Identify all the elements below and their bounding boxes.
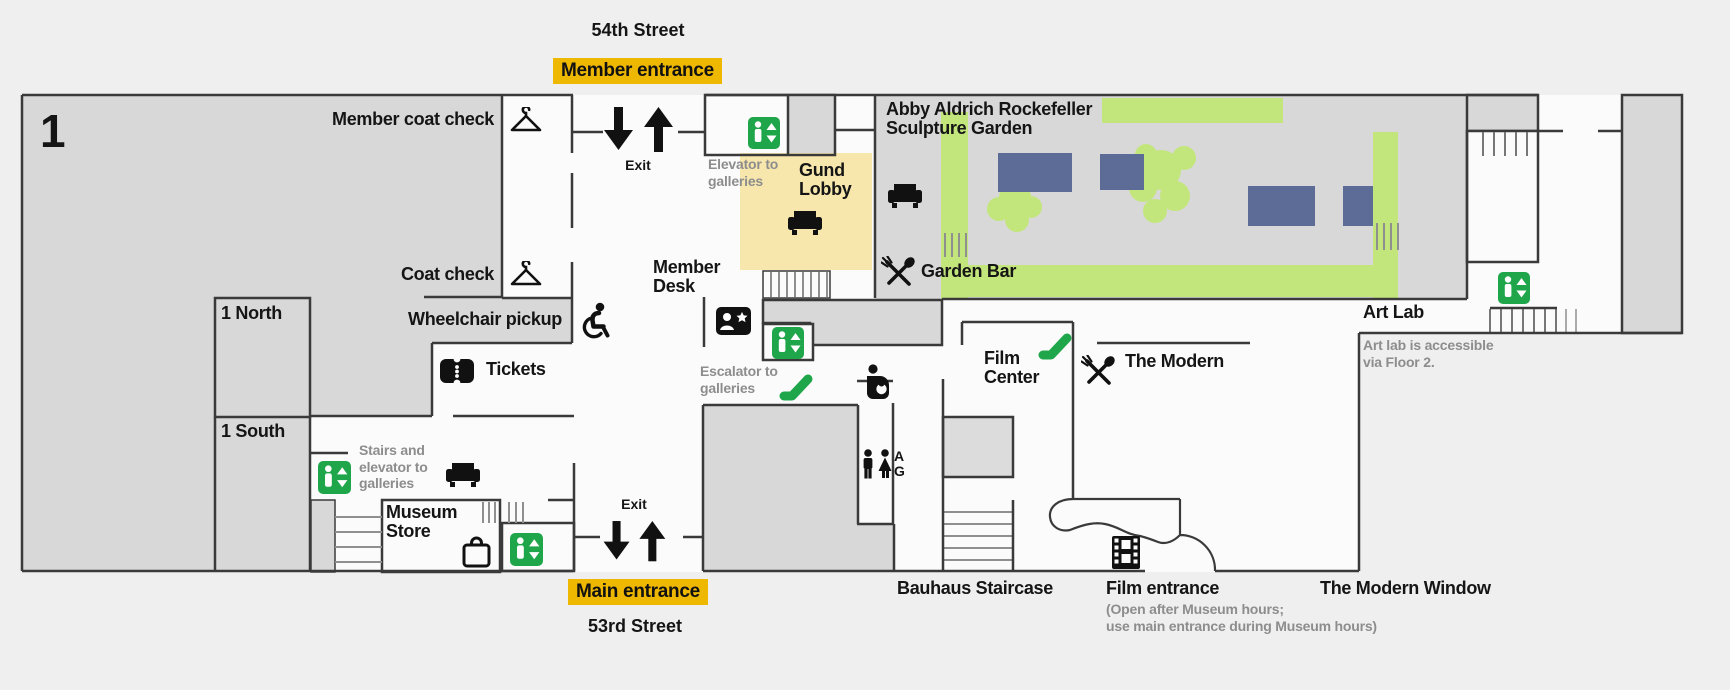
- elevator-icon: [772, 327, 804, 359]
- member-entrance-badge: Member entrance: [553, 58, 722, 84]
- label-film-entrance: Film entrance: [1106, 578, 1220, 598]
- floor-number: 1: [40, 105, 66, 157]
- label-sculpture-garden: Abby Aldrich Rockefeller Sculpture Garde…: [886, 99, 1093, 138]
- sofa-icon: [788, 211, 822, 235]
- label-museum-store: Museum Store: [386, 502, 458, 541]
- label-the-modern: The Modern: [1125, 351, 1224, 371]
- garden-planting-strips: [941, 98, 1398, 300]
- label-modern-window: The Modern Window: [1320, 578, 1491, 598]
- restroom-icon: [863, 449, 892, 479]
- street-label-53rd: 53rd Street: [587, 616, 683, 636]
- label-1-north: 1 North: [221, 303, 282, 323]
- sofa-icon: [446, 463, 480, 487]
- note-elevator-to-galleries: Elevator to galleries: [708, 156, 779, 189]
- room-1-north: [213, 296, 312, 419]
- label-film-center: Film Center: [984, 348, 1040, 387]
- label-member-desk: Member Desk: [653, 257, 721, 296]
- note-film-entrance: (Open after Museum hours; use main entra…: [1106, 601, 1377, 634]
- exit-label-top: Exit: [625, 157, 651, 173]
- label-1-south: 1 South: [221, 421, 285, 441]
- label-garden-bar: Garden Bar: [921, 261, 1017, 281]
- exit-arrows-icon: [604, 107, 673, 152]
- member-card-icon: [716, 307, 751, 335]
- garden-sculpture-plinths: [998, 153, 1373, 226]
- region-store-shaft: [310, 499, 336, 573]
- shopping-bag-icon: [462, 536, 491, 568]
- garden-tree-1: [987, 181, 1042, 232]
- label-wheelchair-pickup: Wheelchair pickup: [408, 309, 562, 329]
- escalator-icon: [1038, 333, 1072, 360]
- note-art-lab: Art lab is accessible via Floor 2.: [1363, 337, 1494, 370]
- caregiver-icon: [867, 364, 889, 399]
- elevator-icon: [748, 117, 780, 149]
- note-stairs-elevator: Stairs and elevator to galleries: [359, 442, 428, 491]
- region-garden-tab: [1465, 93, 1540, 133]
- region-escalator-hall: [703, 405, 858, 571]
- street-label-54th: 54th Street: [591, 20, 685, 40]
- coat-hanger-icon: [510, 261, 542, 286]
- escalator-icon: [779, 374, 813, 401]
- stair-treads: [335, 223, 1399, 563]
- region-galleries-1: [22, 96, 502, 343]
- main-entrance-badge: Main entrance: [568, 579, 708, 605]
- elevator-icon: [510, 533, 543, 566]
- film-icon: [1112, 536, 1140, 569]
- label-art-lab: Art Lab: [1363, 302, 1424, 322]
- region-1-south: [22, 417, 310, 572]
- exit-label-bottom: Exit: [621, 496, 647, 512]
- coat-hanger-icon: [510, 107, 542, 132]
- room-film-center: [941, 415, 1015, 479]
- sofa-icon: [888, 184, 922, 208]
- region-wheelchair-pickup: [502, 298, 572, 343]
- region-escalator-hall-ext: [858, 524, 894, 571]
- note-escalator-to-galleries: Escalator to galleries: [700, 363, 778, 396]
- region-lobby-shaft: [788, 97, 835, 155]
- tickets-icon: [440, 356, 474, 386]
- region-east-wing: [1620, 93, 1684, 335]
- elevator-icon: [318, 461, 351, 494]
- garden-tree-2: [1129, 144, 1196, 223]
- label-member-coat-check: Member coat check: [332, 109, 494, 129]
- label-tickets: Tickets: [486, 359, 546, 379]
- wheelchair-icon: [582, 302, 610, 339]
- stairwell-treads: [1482, 132, 1577, 332]
- restroom-letters: A G: [894, 448, 905, 479]
- exit-arrows-icon: [603, 521, 666, 562]
- label-bauhaus-staircase: Bauhaus Staircase: [897, 578, 1053, 598]
- restaurant-icon: [1081, 355, 1115, 385]
- gund-stair-outline: [762, 270, 831, 299]
- label-gund-lobby: Gund Lobby: [799, 160, 852, 199]
- region-galleries-1b: [22, 343, 432, 417]
- restaurant-icon: [881, 256, 915, 286]
- elevator-icon: [1498, 272, 1530, 304]
- label-coat-check: Coat check: [400, 264, 494, 284]
